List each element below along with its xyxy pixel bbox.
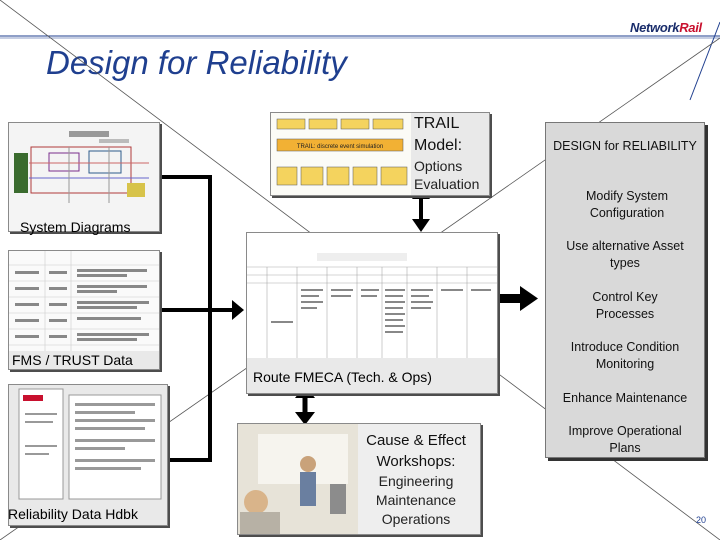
workshop-photo <box>238 424 358 534</box>
trail-model-box: TRAIL: discrete event simulation TRAIL M… <box>270 112 490 196</box>
logo-network-text: Network <box>630 20 680 35</box>
workshop-item-engineering: Engineering <box>378 473 454 489</box>
design-for-reliability-heading: DESIGN for RELIABILITY <box>553 139 697 153</box>
system-diagrams-box <box>8 122 160 232</box>
fms-table-image <box>9 251 159 351</box>
fms-trust-label: FMS / TRUST Data <box>12 352 133 368</box>
fmeca-spreadsheet-image <box>247 233 497 358</box>
arrow-to-design <box>520 286 538 311</box>
corner-diagonal <box>689 21 720 101</box>
connector-system-diagrams <box>160 175 212 310</box>
handbook-image <box>18 388 162 500</box>
arrow-down-workshop <box>295 412 315 425</box>
option-condition-monitoring: Introduce Condition Monitoring <box>570 340 680 371</box>
option-modify-configuration: Modify System Configuration <box>586 189 668 220</box>
reliability-hdbk-box <box>8 384 168 526</box>
design-options-panel: DESIGN for RELIABILITY Modify System Con… <box>545 122 705 458</box>
connector-hdbk <box>166 310 212 462</box>
reliability-hdbk-label: Reliability Data Hdbk <box>8 506 138 522</box>
system-diagrams-label: System Diagrams <box>20 219 131 235</box>
trail-banner-text: TRAIL: discrete event simulation <box>297 144 383 150</box>
trail-sub-line1: Options <box>414 158 463 174</box>
fmeca-label: Route FMECA (Tech. & Ops) <box>253 369 432 385</box>
fms-trust-box <box>8 250 160 370</box>
trail-sub-line2: Evaluation <box>414 176 480 192</box>
arrow-into-fmeca <box>232 300 244 320</box>
option-control-processes: Control Key Processes <box>592 290 658 321</box>
system-diagram-image <box>9 123 159 231</box>
logo-rail-text: Rail <box>679 20 702 35</box>
workshop-item-maintenance: Maintenance <box>375 492 457 508</box>
option-enhance-maintenance: Enhance Maintenance <box>562 391 688 405</box>
option-operational-plans: Improve Operational Plans <box>568 424 682 455</box>
route-fmeca-box: Route FMECA (Tech. & Ops) <box>246 232 498 394</box>
page-number: 20 <box>696 515 707 525</box>
network-rail-logo: NetworkRail <box>630 20 702 35</box>
workshops-box: Cause & Effect Workshops: Engineering Ma… <box>237 423 481 535</box>
page-title: Design for Reliability <box>46 44 347 81</box>
option-alternative-assets: Use alternative Asset types <box>566 239 684 270</box>
workshop-item-operations: Operations <box>381 511 451 527</box>
trail-title-line1: TRAIL <box>414 115 460 132</box>
arrow-down-fmeca <box>412 219 430 232</box>
workshop-title-line1: Cause & Effect <box>366 432 466 449</box>
trail-title-line2: Model: <box>414 137 463 154</box>
workshop-title-line2: Workshops: <box>376 453 456 470</box>
trail-diagram-image: TRAIL: discrete event simulation <box>271 113 411 195</box>
